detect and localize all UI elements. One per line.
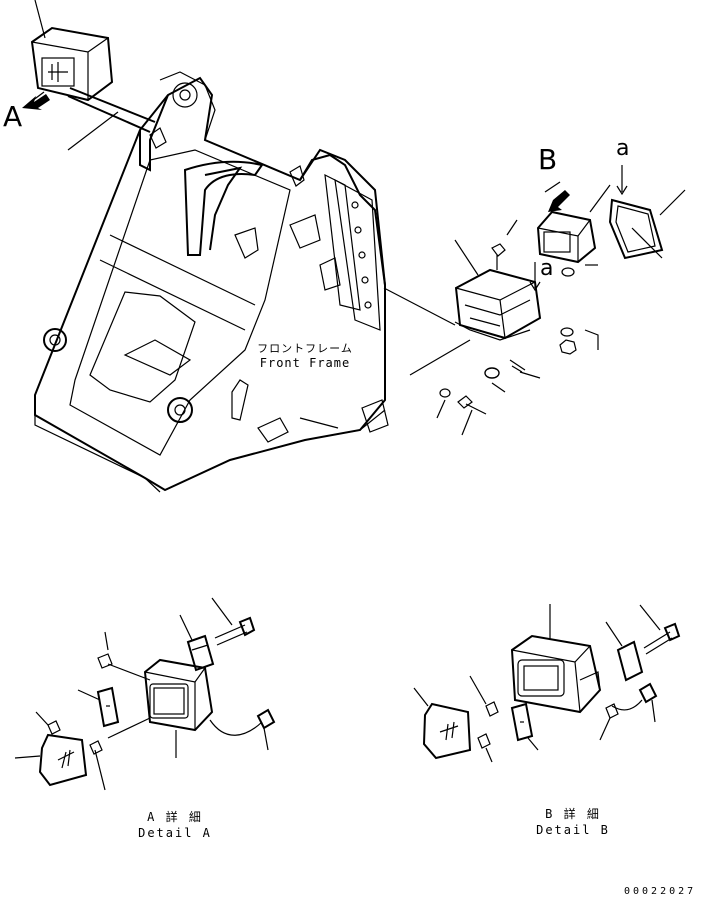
- leader-line: [299, 417, 339, 429]
- view-a-arrow: [22, 91, 50, 110]
- detail-b-title-en: Detail B: [536, 823, 610, 837]
- leader-line: [659, 189, 686, 216]
- reference-a-label-mid: a: [540, 256, 554, 281]
- leader-line: [461, 409, 473, 436]
- drawing-number: 00022027: [624, 886, 697, 897]
- front-frame: [34, 71, 389, 493]
- detail-b-drawing: [422, 622, 681, 760]
- leader-line: [491, 382, 506, 393]
- front-frame-label-en: Front Frame: [259, 356, 351, 370]
- leader-line: [383, 287, 456, 326]
- view-b-label: B: [538, 143, 558, 176]
- leader-line: [469, 675, 487, 705]
- leader-line: [589, 184, 611, 213]
- leader-line: [263, 727, 269, 751]
- leader-line: [506, 219, 518, 236]
- mid-arrow: [529, 262, 541, 292]
- right-lamp-bracket: [439, 243, 577, 415]
- leader-line: [107, 663, 151, 681]
- leader-line: [639, 604, 661, 631]
- detail-b-title-jp: B 詳 細: [545, 807, 601, 821]
- leader-line: [454, 239, 479, 276]
- leader-line: [34, 0, 46, 39]
- leader-line: [651, 699, 656, 723]
- detail-a-title-en: Detail A: [138, 826, 212, 840]
- leader-line: [67, 111, 119, 151]
- leader-line: [77, 689, 101, 701]
- leader-line: [584, 329, 599, 350]
- leader-line: [107, 717, 151, 739]
- leader-line: [179, 614, 193, 641]
- reference-a-label-top: a: [616, 136, 630, 161]
- leader-line: [599, 717, 611, 741]
- front-frame-label-jp: フロントフレーム: [257, 342, 353, 355]
- view-b-lamp: [536, 210, 597, 264]
- leader-line: [409, 339, 471, 376]
- detail-a-drawing: [38, 616, 276, 787]
- lens-arrow: [616, 165, 628, 196]
- leader-line: [519, 371, 541, 379]
- leader-line: [605, 621, 623, 647]
- top-left-work-lamp: [30, 26, 156, 133]
- lamp-lens: [608, 198, 664, 260]
- leader-line: [211, 597, 233, 626]
- leader-line: [104, 631, 109, 651]
- view-b-arrow: [544, 181, 570, 212]
- leader-line: [436, 399, 446, 419]
- leader-line: [527, 737, 539, 751]
- leader-line: [35, 711, 49, 726]
- leader-line: [94, 749, 106, 791]
- leader-line: [413, 687, 429, 707]
- view-a-label: A: [3, 100, 23, 133]
- detail-a-title-jp: A 詳 細: [147, 810, 203, 824]
- leader-line: [14, 755, 41, 759]
- leader-line: [485, 747, 493, 763]
